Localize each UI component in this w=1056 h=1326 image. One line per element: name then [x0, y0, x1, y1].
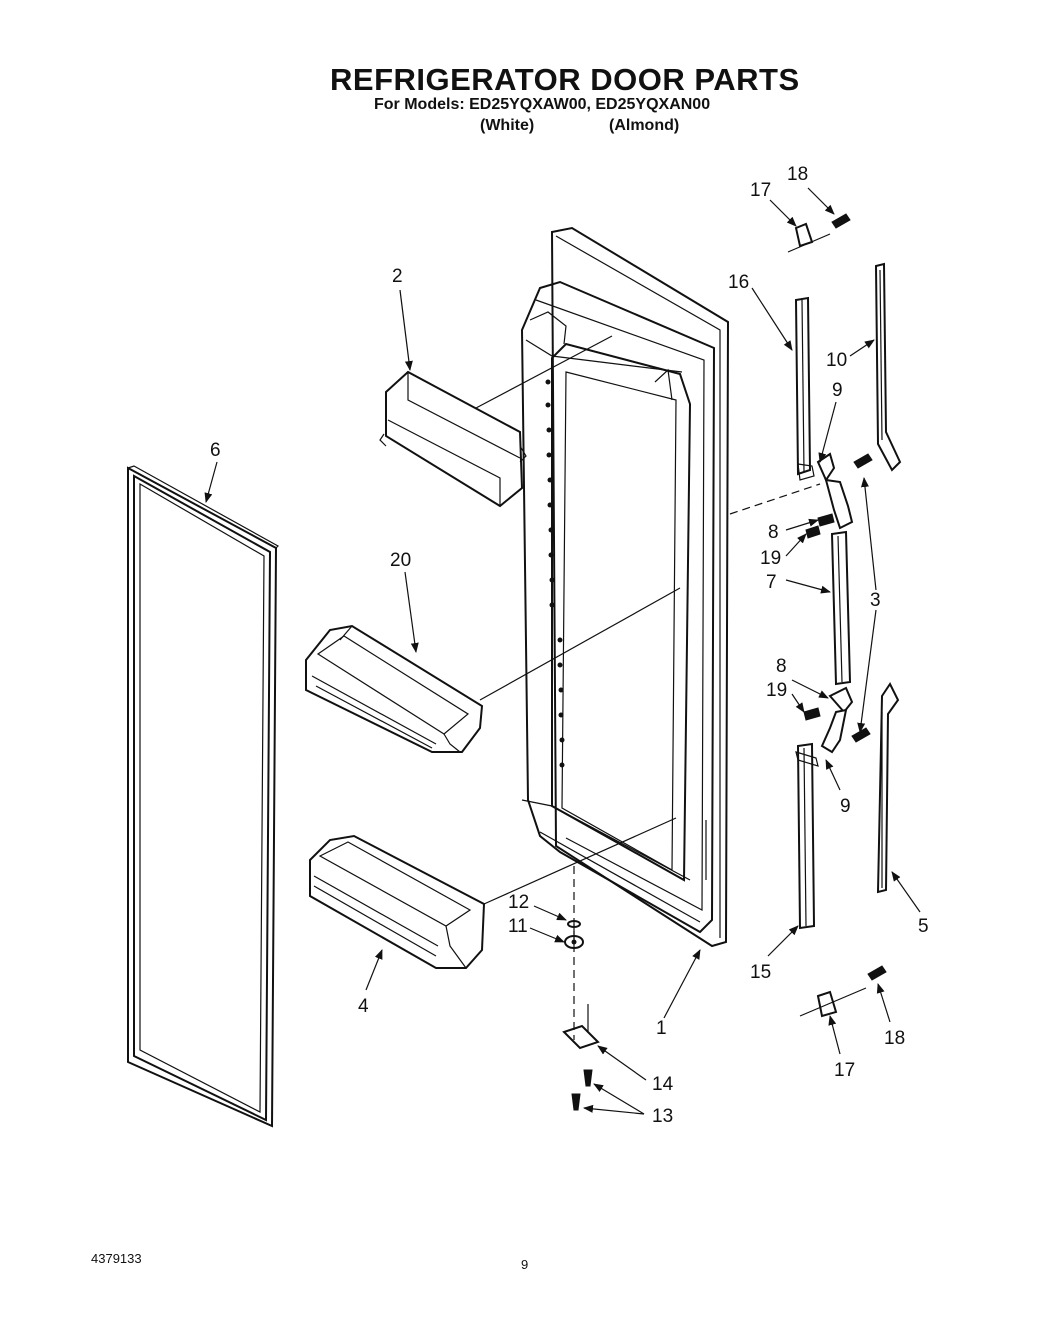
- page-number: 9: [521, 1257, 529, 1272]
- lower-trim-5-part: [876, 682, 900, 894]
- callout-4: 4: [358, 996, 369, 1017]
- callout-1: 1: [656, 1018, 667, 1039]
- hinge-bushing-11-part: [564, 935, 584, 949]
- lower-screw-3: [851, 727, 871, 743]
- callout-20: 20: [390, 550, 411, 571]
- page-title: REFRIGERATOR DOOR PARTS: [330, 62, 800, 97]
- callout-6: 6: [210, 440, 221, 461]
- callout-2: 2: [392, 266, 403, 287]
- callout-15: 15: [750, 962, 771, 983]
- callout-8-lower: 8: [776, 656, 787, 677]
- callout-12: 12: [508, 892, 529, 913]
- callout-17-bottom: 17: [834, 1060, 855, 1081]
- callout-3: 3: [870, 590, 881, 611]
- door-gasket-part: [127, 465, 279, 1128]
- callout-leaders: [204, 187, 921, 1115]
- hinge-bracket-14-part: [562, 1004, 600, 1050]
- lower-bracket-part: [820, 686, 854, 754]
- top-cap-17-part: [787, 222, 831, 253]
- upper-screw-19: [805, 525, 821, 539]
- upper-screw-8: [817, 513, 835, 527]
- assembly-lines: [475, 335, 821, 1040]
- color-white-label: (White): [480, 117, 535, 134]
- callout-10: 10: [826, 350, 847, 371]
- hinge-screw-13b-part: [571, 1093, 581, 1111]
- models-line: For Models: ED25YQXAW00, ED25YQXAN00: [374, 96, 711, 113]
- callout-13: 13: [652, 1106, 673, 1127]
- callout-9-lower: 9: [840, 796, 851, 817]
- center-trim-7-part: [830, 530, 852, 686]
- bottom-cap-17-part: [799, 987, 867, 1018]
- lower-screw-19: [803, 707, 821, 721]
- door-bin-20-part: [305, 624, 484, 753]
- callout-11: 11: [508, 916, 528, 937]
- door-bin-4-part: [309, 834, 486, 969]
- upper-trim-10-part: [874, 262, 902, 472]
- callout-7: 7: [766, 572, 777, 593]
- callout-19-upper: 19: [760, 548, 781, 569]
- dairy-door-part: [379, 370, 527, 508]
- upper-trim-channel-16-part: [794, 296, 815, 481]
- callout-14: 14: [652, 1074, 674, 1095]
- callout-18-top: 18: [787, 164, 808, 185]
- door-liner-part: [520, 226, 730, 948]
- callout-19-lower: 19: [766, 680, 787, 701]
- callout-18-bottom: 18: [884, 1028, 905, 1049]
- lower-trim-channel-15-part: [795, 742, 819, 930]
- callout-5: 5: [918, 916, 929, 937]
- hinge-screw-13a-part: [583, 1069, 593, 1087]
- bottom-screw-18-part: [867, 965, 887, 981]
- color-almond-label: (Almond): [609, 117, 680, 134]
- callout-17-top: 17: [750, 180, 771, 201]
- callout-8-upper: 8: [768, 522, 779, 543]
- callout-9-upper: 9: [832, 380, 843, 401]
- upper-screw-3: [853, 453, 873, 469]
- top-screw-18-part: [831, 213, 851, 229]
- document-number: 4379133: [91, 1251, 142, 1266]
- callout-16: 16: [728, 272, 749, 293]
